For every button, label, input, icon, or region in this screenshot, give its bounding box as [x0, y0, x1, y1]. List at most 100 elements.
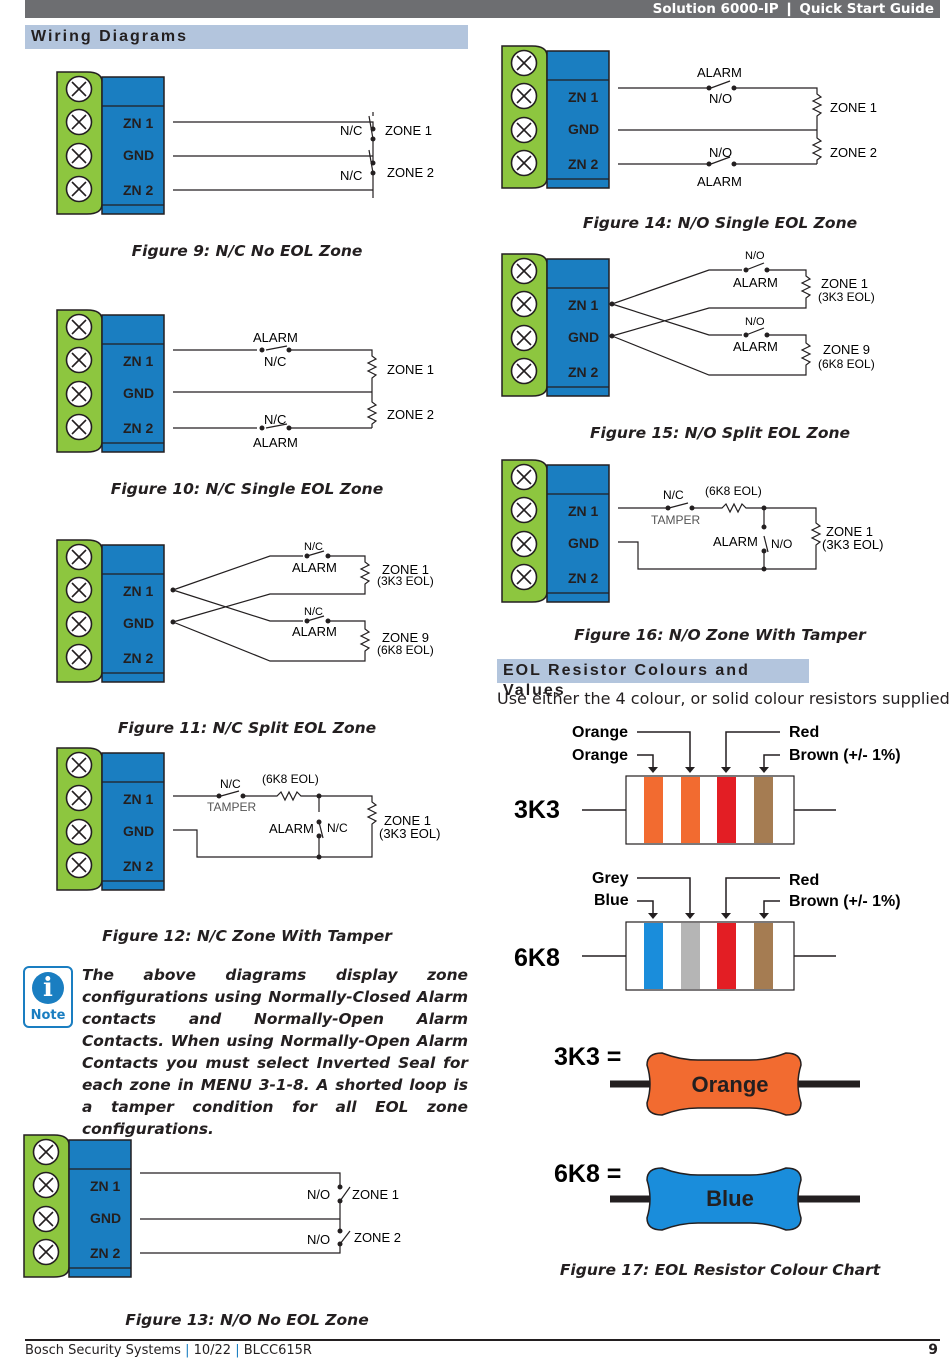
label-tamper: TAMPER — [207, 800, 256, 814]
label-alarm: ALARM — [269, 821, 314, 836]
band-brown — [754, 777, 773, 843]
label-tamper: TAMPER — [651, 513, 700, 527]
figure-9-diagram: ZN 1 GND ZN 2 N/C ZONE 1 N/C ZONE 2 — [57, 72, 434, 217]
terminal-gnd: GND — [123, 147, 154, 163]
band-blue — [644, 923, 663, 989]
label-no: N/O — [307, 1187, 330, 1202]
label-alarm: ALARM — [733, 339, 778, 354]
section-title-wiring: Wiring Diagrams — [25, 25, 468, 49]
figure-11-diagram: ZN 1 GND ZN 2 N/C ALARM ZONE 1 (3K3 EOL)… — [57, 540, 434, 690]
label-nc: N/C — [264, 412, 286, 427]
solid-resistor-6k8: 6K8 = Blue — [554, 1160, 860, 1231]
label-zone2: ZONE 2 — [830, 145, 877, 160]
figure-16-diagram: ZN 1 GND ZN 2 N/C (6K8 EOL) TAMPER ALARM… — [502, 460, 883, 605]
resistor-value-6k8: 6K8 — [514, 944, 560, 972]
label-no: N/O — [307, 1232, 330, 1247]
band-brown — [754, 923, 773, 989]
label-eol-3k3: (3K3 EOL) — [379, 826, 440, 841]
caption-fig16: Figure 16: N/O Zone With Tamper — [574, 626, 866, 644]
terminal-zn2: ZN 2 — [568, 570, 599, 586]
resistor-value-3k3: 3K3 — [514, 796, 560, 824]
terminal-zn2: ZN 2 — [123, 420, 154, 436]
note-text: The above diagrams display zone configur… — [82, 966, 468, 1138]
footer-separator: | — [185, 1343, 190, 1358]
label-alarm: ALARM — [292, 624, 337, 639]
band-label-brown: Brown (+/- 1%) — [789, 893, 901, 910]
label-zone2: ZONE 2 — [354, 1230, 401, 1245]
resistor-3k3-diagram: Orange Orange Red Brown (+/- 1%) 3K3 — [514, 724, 901, 845]
solid-label-3k3: 3K3 = — [554, 1043, 621, 1071]
label-zone1: ZONE 1 — [382, 562, 429, 577]
terminal-zn1: ZN 1 — [568, 503, 599, 519]
caption-fig12: Figure 12: N/C Zone With Tamper — [102, 927, 392, 945]
label-zone1: ZONE 1 — [387, 362, 434, 377]
label-eol-6k8: (6K8 EOL) — [377, 643, 434, 657]
terminal-zn1: ZN 1 — [123, 583, 154, 599]
solid-resistor-3k3: 3K3 = Orange — [554, 1043, 860, 1116]
label-no: N/O — [745, 250, 765, 262]
terminal-zn2: ZN 2 — [568, 364, 599, 380]
label-eol-6k8: (6K8 EOL) — [705, 484, 762, 498]
terminal-zn1: ZN 1 — [568, 297, 599, 313]
caption-fig14: Figure 14: N/O Single EOL Zone — [582, 214, 858, 232]
terminal-gnd: GND — [123, 615, 154, 631]
label-nc: N/C — [327, 821, 348, 835]
caption-fig9: Figure 9: N/C No EOL Zone — [131, 242, 363, 260]
label-eol-3k3: (3K3 EOL) — [377, 574, 434, 588]
terminal-zn2: ZN 2 — [90, 1245, 121, 1261]
terminal-gnd: GND — [90, 1210, 121, 1226]
header-bar: Solution 6000-IP ❙ Quick Start Guide — [25, 0, 940, 18]
figure-10-diagram: ZN 1 GND ZN 2 ALARM N/C ZONE 1 ZONE 2 N/… — [57, 310, 434, 455]
band-orange-2 — [681, 777, 700, 843]
label-alarm: ALARM — [253, 330, 298, 345]
label-zone1: ZONE 1 — [352, 1187, 399, 1202]
page-number: 9 — [928, 1342, 938, 1358]
band-grey — [681, 923, 700, 989]
band-label-orange-2: Orange — [572, 747, 628, 764]
terminal-zn2: ZN 2 — [568, 156, 599, 172]
label-alarm: ALARM — [697, 174, 742, 189]
band-label-brown: Brown (+/- 1%) — [789, 747, 901, 764]
band-label-blue: Blue — [594, 892, 629, 909]
label-zone9: ZONE 9 — [823, 342, 870, 357]
label-nc: N/C — [340, 168, 362, 183]
band-red — [717, 923, 736, 989]
resistor-6k8-diagram: Grey Blue Red Brown (+/- 1%) 6K8 — [514, 870, 901, 991]
label-eol-3k3: (3K3 EOL) — [818, 290, 875, 304]
label-no: N/O — [709, 91, 732, 106]
footer-doc: BLCC615R — [243, 1343, 312, 1358]
label-nc: N/C — [304, 541, 323, 553]
label-zone1: ZONE 1 — [830, 100, 877, 115]
figure-13-diagram: ZN 1 GND ZN 2 N/O ZONE 1 N/O ZONE 2 — [24, 1135, 401, 1280]
header-title: Solution 6000-IP ❙ Quick Start Guide — [652, 1, 934, 17]
footer-separator: | — [235, 1343, 240, 1358]
caption-fig15: Figure 15: N/O Split EOL Zone — [589, 424, 851, 442]
section-title-eol: EOL Resistor Colours and Values — [497, 659, 809, 699]
label-alarm: ALARM — [733, 275, 778, 290]
label-zone1: ZONE 1 — [385, 123, 432, 138]
label-eol-3k3: (3K3 EOL) — [822, 537, 883, 552]
footer-date: 10/22 — [193, 1343, 232, 1358]
label-zone1: ZONE 1 — [821, 276, 868, 291]
caption-fig13: Figure 13: N/O No EOL Zone — [125, 1311, 369, 1329]
figure-15-diagram: ZN 1 GND ZN 2 N/O ALARM ZONE 1 (3K3 EOL)… — [502, 250, 875, 404]
figure-14-diagram: ZN 1 GND ZN 2 ALARM N/O ZONE 1 ZONE 2 N/… — [502, 46, 877, 189]
label-eol-6k8: (6K8 EOL) — [818, 357, 875, 371]
terminal-zn1: ZN 1 — [123, 791, 154, 807]
terminal-zn1: ZN 1 — [90, 1178, 121, 1194]
info-icon: i — [32, 972, 64, 1004]
eol-intro: Use either the 4 colour, or solid colour… — [497, 689, 950, 708]
label-alarm: ALARM — [713, 534, 758, 549]
label-no: N/O — [745, 316, 765, 328]
terminal-zn1: ZN 1 — [568, 89, 599, 105]
figure-12-diagram: ZN 1 GND ZN 2 N/C (6K8 EOL) TAMPER ALARM… — [57, 748, 440, 893]
band-label-grey: Grey — [592, 870, 629, 887]
caption-fig11: Figure 11: N/C Split EOL Zone — [117, 719, 377, 737]
label-zone9: ZONE 9 — [382, 630, 429, 645]
terminal-gnd: GND — [123, 823, 154, 839]
label-nc: N/C — [264, 354, 286, 369]
footer: Bosch Security Systems | 10/22 | BLCC615… — [25, 1343, 312, 1358]
band-red — [717, 777, 736, 843]
label-alarm: ALARM — [292, 560, 337, 575]
terminal-zn2: ZN 2 — [123, 858, 154, 874]
